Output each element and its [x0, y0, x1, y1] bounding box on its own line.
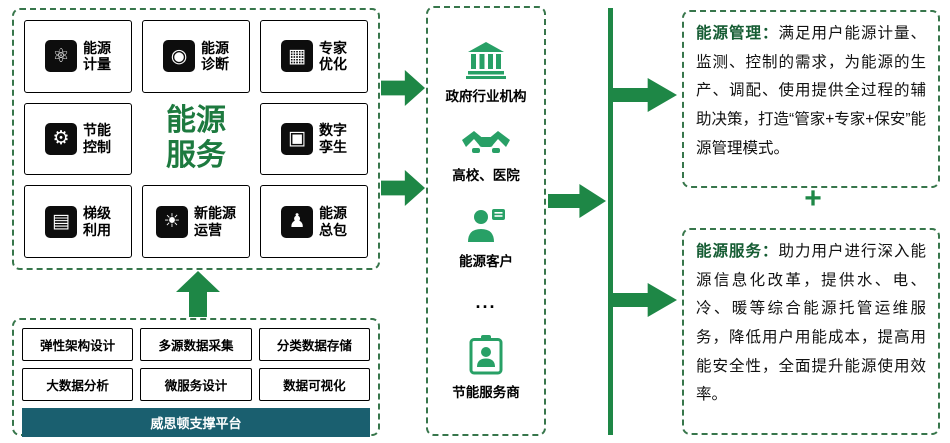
service-item-label: 专家 优化	[319, 39, 347, 73]
arrow-services-to-customers-top	[381, 70, 425, 106]
service-item-metering: ⚛ 能源 计量	[24, 20, 132, 93]
support-platform-panel: 弹性架构设计 多源数据采集 分类数据存储 大数据分析 微服务设计 数据可视化 威…	[12, 318, 380, 437]
energy-services-title: 能源 服务	[166, 104, 226, 172]
globe-diagnosis-icon: ◉	[163, 40, 195, 73]
customer-person-icon	[468, 208, 505, 242]
atom-icon: ⚛	[45, 40, 77, 73]
platform-item: 大数据分析	[22, 368, 134, 401]
customer-universities-hospitals: 高校、医院	[452, 128, 520, 184]
service-item-label: 能源 计量	[83, 39, 111, 73]
service-item-label: 梯级 利用	[83, 205, 111, 238]
platform-capabilities: 弹性架构设计 多源数据采集 分类数据存储 大数据分析 微服务设计 数据可视化	[22, 328, 370, 401]
renewable-energy-icon: ☀	[156, 205, 188, 238]
service-item-energy-saving-control: ⚙ 节能 控制	[24, 102, 132, 176]
expert-grid-icon: ▦	[281, 40, 313, 73]
service-item-label: 节能 控制	[83, 122, 111, 155]
platform-item: 弹性架构设计	[22, 328, 134, 361]
customer-service-providers: 节能服务商	[452, 334, 520, 401]
energy-management-panel: 能源管理：满足用户能源计量、监测、控制的需求，为能源的生产、调配、使用提供全过程…	[682, 10, 940, 188]
energy-service-panel: 能源服务：助力用户进行深入能源信息化改革，提供水、电、冷、暖等综合能源托管运维服…	[682, 228, 940, 435]
service-item-new-energy-operation: ☀ 新能源 运营	[142, 185, 250, 258]
customer-government: 政府行业机构	[445, 41, 527, 105]
service-item-diagnosis: ◉ 能源 诊断	[142, 20, 250, 93]
handshake-icon	[462, 131, 510, 153]
arrow-services-to-customers-bottom	[381, 170, 425, 206]
customers-panel: 政府行业机构 高校、医院	[426, 6, 546, 436]
customer-label: 高校、医院	[452, 168, 520, 183]
customer-label: 节能服务商	[452, 384, 520, 400]
customer-label: 能源客户	[459, 253, 513, 269]
digital-twin-device-icon: ▣	[281, 122, 313, 155]
arrow-connector-to-service	[613, 283, 677, 317]
car-control-icon: ⚙	[45, 122, 77, 155]
arrow-connector-to-management	[613, 78, 677, 112]
energy-service-body: 助力用户进行深入能源信息化改革，提供水、电、冷、暖等综合能源托管运维服务，降低用…	[696, 243, 926, 404]
customer-energy-clients: 能源客户	[459, 208, 513, 270]
platform-item: 数据可视化	[258, 368, 370, 401]
energy-management-body: 满足用户能源计量、监测、控制的需求，为能源的生产、调配、使用提供全过程的辅助决策…	[696, 25, 926, 157]
energy-services-panel: ⚛ 能源 计量 ◉ 能源 诊断 ▦ 专家 优化 ⚙ 节能 控制 能源 服务 ▣ …	[12, 8, 380, 270]
arrow-up-platform-to-services	[176, 271, 220, 317]
service-item-expert-optimization: ▦ 专家 优化	[260, 20, 368, 93]
energy-service-lead: 能源服务：	[696, 243, 779, 260]
bank-icon	[466, 41, 506, 79]
building-cascade-icon: ▤	[45, 205, 77, 238]
energy-management-text: 能源管理：满足用户能源计量、监测、控制的需求，为能源的生产、调配、使用提供全过程…	[696, 20, 926, 163]
platform-item: 分类数据存储	[258, 328, 370, 361]
customers-ellipsis: ...	[475, 292, 497, 312]
platform-name-bar: 威思顿支撑平台	[22, 408, 370, 437]
platform-item: 微服务设计	[140, 368, 252, 401]
service-item-label: 能源 总包	[319, 205, 347, 238]
service-item-label: 新能源 运营	[194, 205, 236, 238]
service-item-label: 能源 诊断	[201, 39, 229, 73]
service-item-cascade-utilization: ▤ 梯级 利用	[24, 185, 132, 258]
person-icon: ♟	[281, 205, 313, 238]
service-item-label: 数字 孪生	[319, 122, 347, 155]
customer-label: 政府行业机构	[445, 88, 527, 104]
platform-item: 多源数据采集	[140, 328, 252, 361]
energy-service-text: 能源服务：助力用户进行深入能源信息化改革，提供水、电、冷、暖等综合能源托管运维服…	[696, 238, 926, 410]
vertical-connector	[608, 8, 613, 435]
service-item-digital-twin: ▣ 数字 孪生	[260, 102, 368, 176]
energy-management-lead: 能源管理：	[696, 25, 779, 42]
id-badge-icon	[469, 334, 503, 374]
arrow-customers-to-connector	[548, 184, 606, 218]
service-item-energy-epc: ♟ 能源 总包	[260, 185, 368, 258]
plus-sign: +	[804, 182, 822, 215]
